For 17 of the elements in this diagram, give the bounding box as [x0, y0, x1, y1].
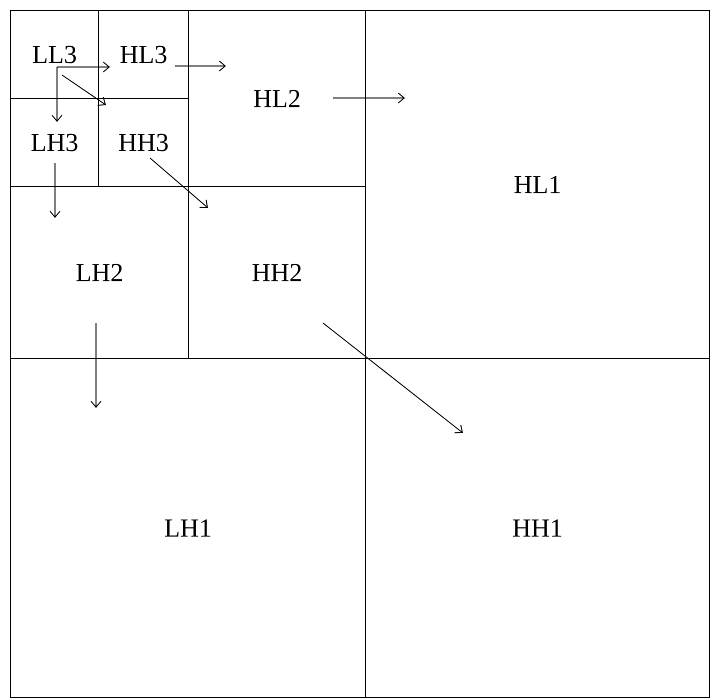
arrow	[52, 66, 62, 122]
arrow	[90, 322, 102, 408]
subband-box: HH3	[98, 98, 189, 187]
arrow	[174, 60, 226, 72]
subband-box: HL2	[188, 10, 366, 187]
subband-box: LL3	[10, 10, 99, 99]
subband-box: LH1	[10, 358, 366, 698]
subband-box: LH3	[10, 98, 99, 187]
arrow	[62, 74, 106, 106]
subband-box: LH2	[10, 186, 189, 359]
subband-box: HH1	[365, 358, 710, 698]
subband-box: HL3	[98, 10, 189, 99]
arrow	[332, 92, 405, 104]
arrow	[50, 162, 60, 218]
subband-box: HL1	[365, 10, 710, 359]
subband-box: HH2	[188, 186, 366, 359]
arrow	[56, 62, 110, 72]
